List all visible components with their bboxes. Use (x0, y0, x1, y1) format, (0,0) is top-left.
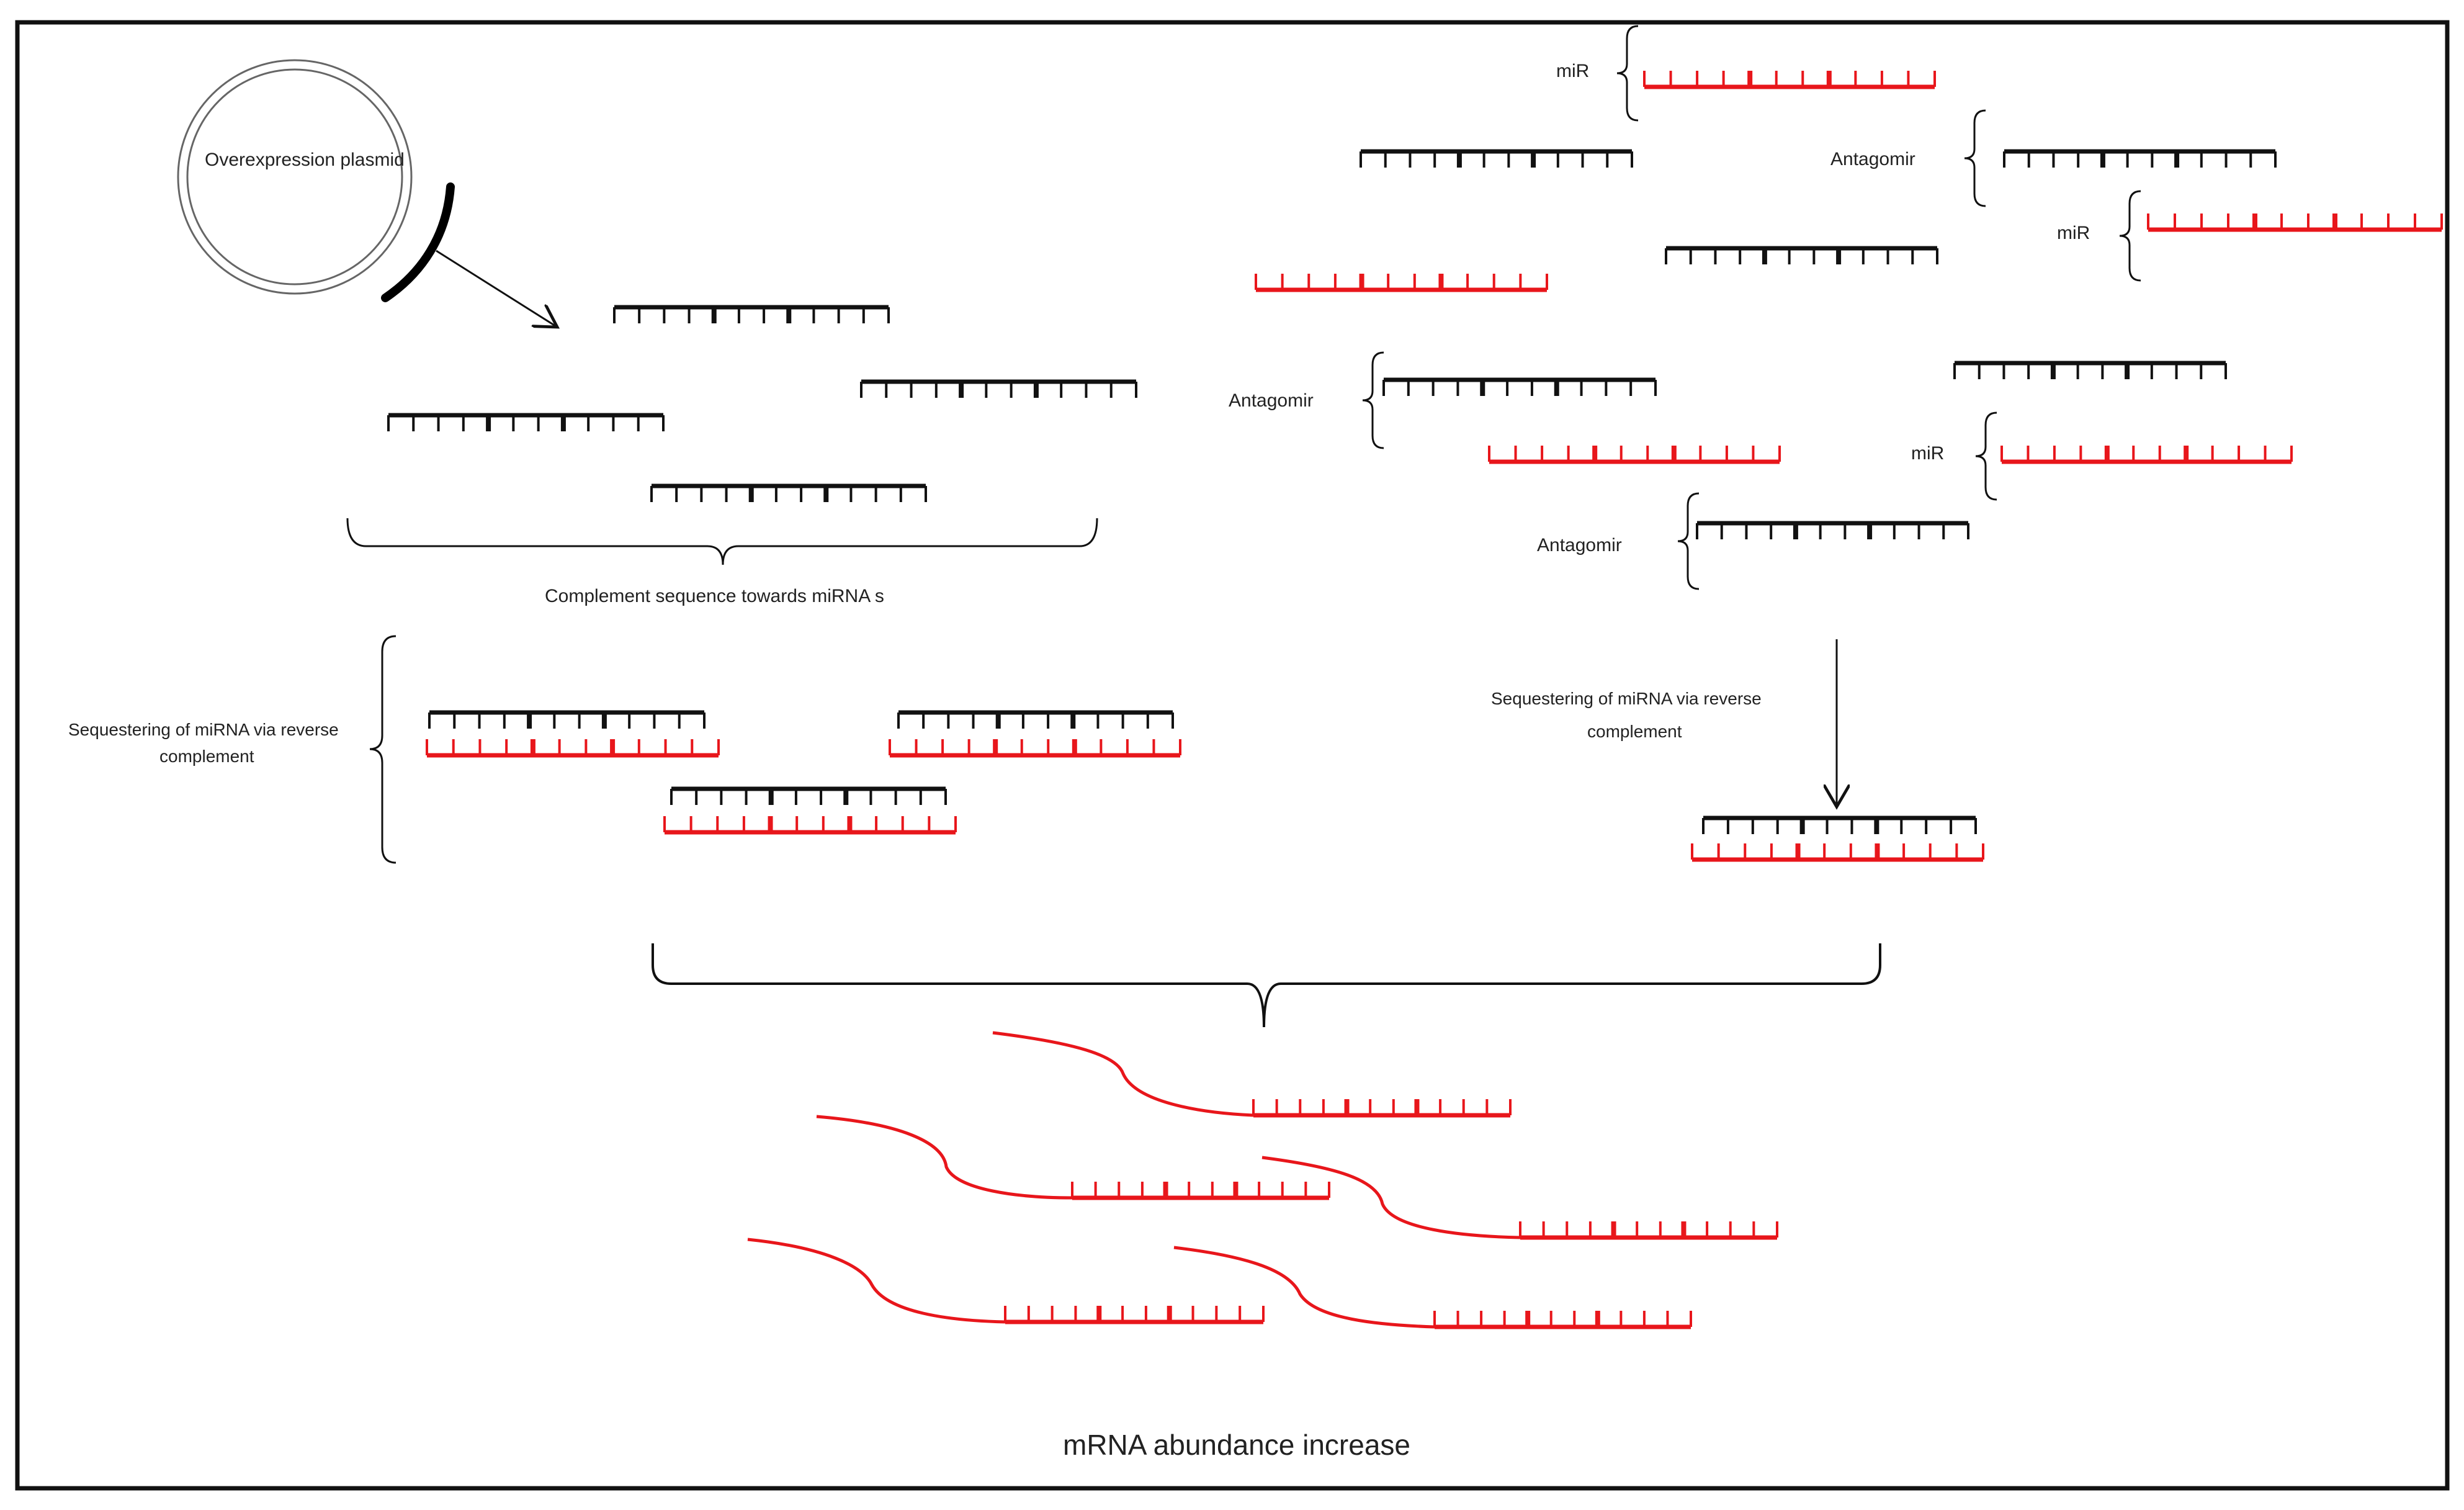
complement-brace-icon (346, 518, 1098, 565)
antisense-strand (1696, 521, 1969, 539)
sequester-right-label-line1: Sequestering of miRNA via reverse (1491, 689, 1762, 708)
mrna-target-site (1004, 1306, 1265, 1324)
plasmid-overexpression-gene (385, 186, 452, 299)
plasmid-gene-thick (381, 182, 455, 302)
mirna-strand (1691, 843, 1984, 862)
antisense-strand (650, 483, 927, 502)
mir-label-3: miR (1911, 443, 1944, 464)
merge-brace-icon (652, 943, 1881, 1028)
right-cluster-annotations: miR Antagomir miR Antagomir miR Antagomi… (1229, 25, 2141, 590)
mir-brace-icon-1 (1616, 25, 1639, 122)
antisense-strand (860, 379, 1137, 398)
antagomir-label-1: Antagomir (1830, 149, 1915, 169)
mir-label-2: miR (2057, 223, 2090, 243)
mrna-tails (747, 1031, 1521, 1329)
mir-brace-icon-3 (1975, 411, 1997, 501)
antisense-strand (387, 413, 665, 431)
strands-layer (387, 71, 2443, 1329)
plasmid-insert (235, 187, 295, 289)
antisense-strand (1953, 361, 2227, 379)
result-label: mRNA abundance increase (1063, 1429, 1410, 1461)
mir-label-1: miR (1556, 61, 1589, 81)
antisense-strand (897, 710, 1174, 729)
antisense-strand (613, 305, 890, 323)
antagomir-label-2: Antagomir (1229, 390, 1314, 411)
antisense-strand (428, 710, 706, 729)
mirna-strand (2147, 213, 2443, 232)
plasmid-arrow-icon (436, 249, 557, 327)
mirna-strand (1488, 446, 1781, 464)
mrna-tail-4 (747, 1238, 1006, 1324)
mrna-target-site (1433, 1311, 1692, 1329)
mrna-target-site (1252, 1099, 1512, 1118)
mrna-tail-1 (992, 1031, 1254, 1117)
mirna-strand (1643, 71, 1936, 89)
antisense-strand (1702, 816, 1977, 834)
mrna-tail-5 (1173, 1246, 1435, 1329)
sequester-left-label-line2: complement (159, 747, 254, 766)
antagomir-brace-icon-2 (1362, 351, 1384, 449)
plasmid-label: Overexpression plasmid (205, 150, 405, 170)
plasmid-icon: Overexpression plasmid (177, 59, 455, 302)
mrna-tail-2 (816, 1115, 1073, 1200)
sequester-left-label-line1: Sequestering of miRNA via reverse (68, 720, 339, 739)
antisense-strand (1382, 377, 1657, 396)
mirna-strand (426, 739, 720, 758)
plasmid-insert-segment (384, 189, 454, 290)
antisense-strand (1360, 149, 1633, 168)
mirna-strand (663, 816, 957, 835)
mirna-strand (889, 739, 1181, 758)
antagomir-label-3: Antagomir (1537, 535, 1622, 555)
antisense-strand (2003, 149, 2277, 168)
antisense-strand (670, 786, 947, 805)
antagomir-brace-icon-1 (1964, 109, 1986, 207)
mir-brace-icon-2 (2119, 190, 2141, 282)
sequester-left-brace-icon (369, 635, 396, 864)
sequester-right-label-line2: complement (1587, 722, 1682, 741)
mirna-strand (2000, 446, 2293, 464)
mrna-tail-3 (1261, 1156, 1521, 1239)
mrna-target-site (1071, 1182, 1330, 1200)
antisense-strand (1665, 246, 1938, 264)
diagram-frame (15, 20, 2450, 1491)
complement-label: Complement sequence towards miRNA s (545, 586, 884, 606)
mirna-strand (1255, 274, 1548, 292)
antagomir-brace-icon-3 (1677, 492, 1700, 590)
mrna-target-site (1519, 1221, 1778, 1240)
